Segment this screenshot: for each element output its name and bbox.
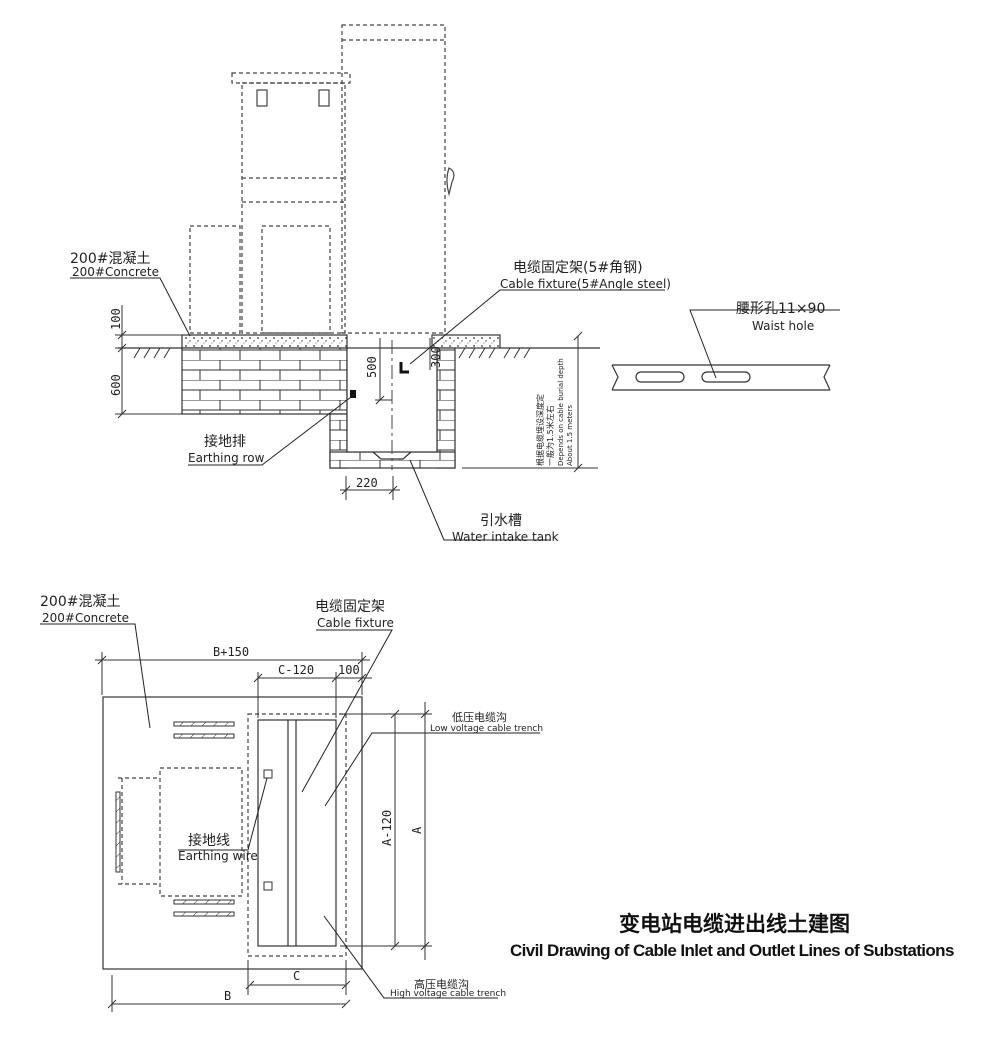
label-tank-cn: 引水槽 (480, 513, 522, 529)
cable-trench-outer-dashed (247, 713, 347, 957)
label-high-voltage-cn: 高压电缆沟 (414, 977, 469, 991)
dim-100-top: 100 (109, 308, 123, 330)
label-concrete-en-plan: 200#Concrete (42, 611, 129, 625)
angle-steel-profile (611, 364, 831, 391)
label-fixture-en-top: Cable fixture(5#Angle steel) (500, 277, 671, 291)
earthing-bolt-upper (263, 769, 273, 779)
label-fixture-cn-plan: 电缆固定架 (315, 599, 385, 615)
concrete-pad-outline (102, 696, 363, 970)
label-low-voltage-cn: 低压电缆沟 (452, 711, 507, 724)
label-concrete-en-top: 200#Concrete (72, 265, 159, 279)
leader-lines-plan (40, 623, 540, 999)
dim-500: 500 (365, 356, 379, 378)
label-earthing-row-en: Earthing row (188, 451, 265, 465)
plan-view: B+150 C-120 100 A-120 A C B 200#混凝土 200#… (40, 594, 543, 1012)
dim-lines-plan (95, 652, 432, 1012)
cabinet-vent-slots (256, 89, 330, 107)
label-low-voltage-en: Low voltage cable trench (430, 724, 543, 734)
dim-a: A (410, 826, 424, 834)
door-handle-icon (446, 167, 455, 197)
dim-220: 220 (356, 476, 378, 490)
depth-note-cn-2: 一般为1.5米左右 (545, 405, 555, 466)
cabinet-footprint (118, 767, 243, 897)
earthing-row-block (350, 390, 356, 398)
section-view: 100 600 500 300 220 根据电缆埋设深度定 一般为1.5米左右 … (70, 24, 840, 544)
cable-trench-dividers (287, 720, 297, 946)
angle-steel-fixture (399, 362, 409, 374)
dim-100-plan: 100 (338, 663, 360, 677)
drawing-title-cn: 变电站电缆进出线土建图 (619, 912, 850, 936)
cabinet-outline (189, 24, 446, 334)
dim-a-minus-120: A-120 (380, 810, 394, 846)
label-concrete-cn-plan: 200#混凝土 (40, 594, 120, 610)
leader-lines-top (70, 277, 840, 541)
dim-300: 300 (429, 346, 443, 368)
label-waist-cn: 腰形孔11×90 (736, 301, 825, 317)
label-tank-en: Water intake tank (452, 530, 559, 544)
foundation-slots (115, 721, 235, 917)
dim-c: C (293, 969, 300, 983)
label-concrete-cn-top: 200#混凝土 (70, 251, 150, 267)
brick-foundation (181, 347, 348, 415)
depth-note-en-2: About 1.5 meters (566, 405, 574, 466)
concrete-slab-right (431, 334, 501, 349)
depth-note-en-1: Depends on cable burial depth (557, 358, 565, 466)
concrete-slab-left (181, 334, 348, 349)
dim-lines-trench (340, 338, 431, 500)
label-waist-en: Waist hole (752, 319, 814, 333)
dim-b: B (224, 989, 231, 1003)
dim-600: 600 (109, 374, 123, 396)
depth-note-cn-1: 根据电缆埋设深度定 (535, 394, 545, 466)
dim-lines-left (115, 305, 182, 419)
dim-burial-depth (462, 331, 598, 473)
drawing-title-en: Civil Drawing of Cable Inlet and Outlet … (510, 941, 954, 960)
label-earthing-row-cn: 接地排 (204, 433, 246, 450)
label-fixture-en-plan: Cable fixture (317, 616, 394, 630)
earthing-bolt-lower (263, 881, 273, 891)
label-high-voltage-en: High voltage cable trench (390, 989, 506, 999)
cable-trench-inner (257, 719, 337, 947)
dim-c-minus-120: C-120 (278, 663, 314, 677)
label-fixture-cn-top: 电缆固定架(5#角钢) (513, 260, 643, 276)
dim-b-plus-150: B+150 (213, 645, 249, 659)
label-earthing-wire-en: Earthing wire (178, 849, 258, 863)
label-earthing-wire-cn: 接地线 (188, 832, 230, 849)
